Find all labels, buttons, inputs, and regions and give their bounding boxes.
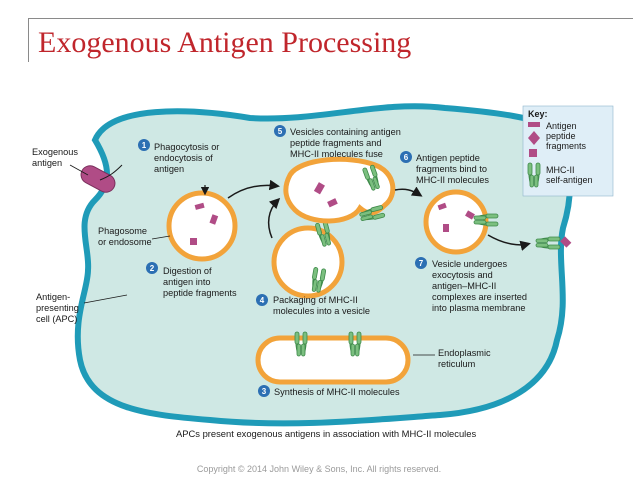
svg-text:4: 4 xyxy=(260,296,265,305)
step-7: 7 Vesicle undergoes exocytosis and antig… xyxy=(415,257,530,313)
diagram-caption: APCs present exogenous antigens in assoc… xyxy=(176,428,476,439)
label-exogenous-antigen: Exogenous antigen xyxy=(32,147,81,168)
step-3: 3 Synthesis of MHC-II molecules xyxy=(258,385,400,397)
mhc-vesicle xyxy=(271,225,345,299)
svg-text:Phagocytosis or endocyto: Phagocytosis or endocytosis of antigen xyxy=(154,142,222,174)
svg-text:3: 3 xyxy=(262,387,267,396)
step-4: 4 Packaging of MHC-II molecules into a v… xyxy=(256,294,370,316)
svg-text:Digestion of antigen int: Digestion of antigen into peptide fragme… xyxy=(163,266,237,298)
phagosome-vesicle xyxy=(166,190,238,262)
svg-text:Packaging of MHC-II mole: Packaging of MHC-II molecules into a ves… xyxy=(273,295,370,316)
svg-text:7: 7 xyxy=(419,259,424,268)
svg-text:Synthesis of MHC-II molecules: Synthesis of MHC-II molecules xyxy=(274,387,400,397)
svg-text:5: 5 xyxy=(278,127,283,136)
svg-text:MHC-II self-antigen: MHC-II self-antigen xyxy=(546,165,593,185)
step-5: 5 Vesicles containing antigen peptide fr… xyxy=(274,125,403,159)
svg-text:2: 2 xyxy=(150,264,155,273)
svg-text:Antigen peptide fr: Antigen peptide fragments xyxy=(546,121,587,151)
svg-text:Vesicle undergoes exocyt: Vesicle undergoes exocytosis and antigen… xyxy=(432,259,530,313)
step-6: 6 Antigen peptide fragments bind to MHC-… xyxy=(400,151,490,185)
svg-text:Vesicles containing antigen: Vesicles containing antigen peptide frag… xyxy=(290,127,403,159)
title-frame xyxy=(28,18,633,62)
svg-text:1: 1 xyxy=(142,141,147,150)
title-frame-horizontal-line xyxy=(28,18,633,19)
label-phagosome: Phagosome or endosome xyxy=(98,226,152,247)
step-2: 2 Digestion of antigen into peptide frag… xyxy=(146,262,237,298)
svg-text:6: 6 xyxy=(404,153,409,162)
label-endoplasmic-reticulum: Endoplasmic reticulum xyxy=(438,348,493,369)
copyright-notice: Copyright © 2014 John Wiley & Sons, Inc.… xyxy=(196,464,442,474)
fusing-vesicles xyxy=(283,156,396,224)
endoplasmic-reticulum xyxy=(255,335,411,385)
page-title: Exogenous Antigen Processing xyxy=(38,26,412,59)
label-apc: Antigen- presenting cell (APC) xyxy=(36,292,81,324)
svg-text:Key:: Key: xyxy=(528,109,548,119)
svg-text:Antigen peptide fragment: Antigen peptide fragments bind to MHC-II… xyxy=(416,153,490,185)
title-frame-vertical-line xyxy=(28,18,29,62)
step-1: 1 Phagocytosis or endocytosis of antigen xyxy=(138,139,222,174)
exogenous-antigen-shape xyxy=(80,165,116,193)
key-box: Key: Antigen peptide fragments MHC-II se… xyxy=(522,105,614,197)
